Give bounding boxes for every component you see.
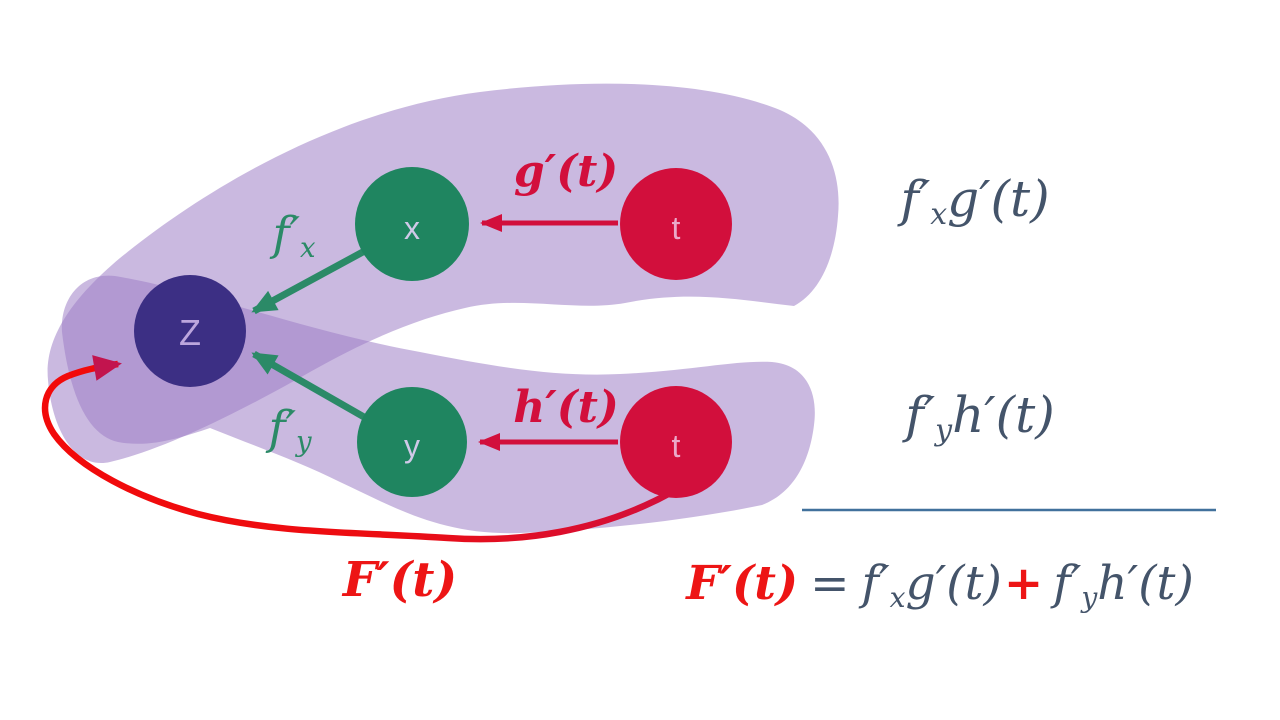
arrow-F-curve bbox=[41, 355, 674, 543]
fy-subscript: y bbox=[295, 425, 312, 459]
equation-term2-sub: y bbox=[1081, 580, 1098, 614]
equation-plus: + bbox=[1003, 555, 1044, 611]
fx-base: f′ bbox=[272, 206, 300, 261]
equation-term2-f: f′ bbox=[1053, 555, 1082, 611]
equation-term2: f′yh′(t) bbox=[1053, 556, 1194, 611]
chain-rule-equation: F′(t)=f′xg′(t)+f′yh′(t) bbox=[686, 560, 1194, 612]
edge-label-fx-prime: f′x bbox=[272, 210, 315, 261]
arrow-fy-y-to-z bbox=[251, 350, 366, 421]
fx-subscript: x bbox=[299, 231, 316, 265]
term-bottom-f: f′ bbox=[905, 385, 936, 444]
node-t-bottom bbox=[620, 386, 732, 498]
edge-label-F-prime: F′(t) bbox=[342, 552, 458, 608]
term-top-f: f′ bbox=[900, 169, 931, 228]
node-z bbox=[134, 275, 246, 387]
equation-term2-rest: h′(t) bbox=[1097, 555, 1194, 611]
equation-term1-sub: x bbox=[889, 580, 906, 614]
node-y bbox=[357, 387, 467, 497]
equation-term1-f: f′ bbox=[861, 555, 890, 611]
node-z-label: Z bbox=[179, 312, 201, 353]
term-bottom-sub: y bbox=[935, 413, 953, 449]
term-bottom-rest: h′(t) bbox=[952, 385, 1055, 444]
edge-label-h-prime: h′(t) bbox=[513, 382, 619, 433]
equation-term1-rest: g′(t) bbox=[905, 555, 1002, 611]
node-x bbox=[355, 167, 469, 281]
edge-label-g-prime: g′(t) bbox=[513, 146, 619, 197]
term-top-sub: x bbox=[930, 197, 948, 233]
equation-term1: f′xg′(t) bbox=[862, 556, 1002, 611]
fy-base: f′ bbox=[268, 400, 296, 455]
equation-equals: = bbox=[810, 555, 850, 611]
term-fy-hprime: f′yh′(t) bbox=[905, 390, 1054, 446]
term-top-rest: g′(t) bbox=[947, 169, 1050, 228]
node-t-bottom-label: t bbox=[671, 428, 681, 464]
node-x-label: x bbox=[404, 210, 420, 246]
arrow-fx-x-to-z bbox=[251, 243, 374, 315]
equation-lhs: F′(t) bbox=[686, 555, 799, 611]
node-t-top bbox=[620, 168, 732, 280]
node-t-top-label: t bbox=[671, 210, 681, 246]
term-fx-gprime: f′xg′(t) bbox=[900, 174, 1049, 230]
edge-label-fy-prime: f′y bbox=[268, 404, 311, 455]
node-y-label: y bbox=[404, 428, 420, 464]
